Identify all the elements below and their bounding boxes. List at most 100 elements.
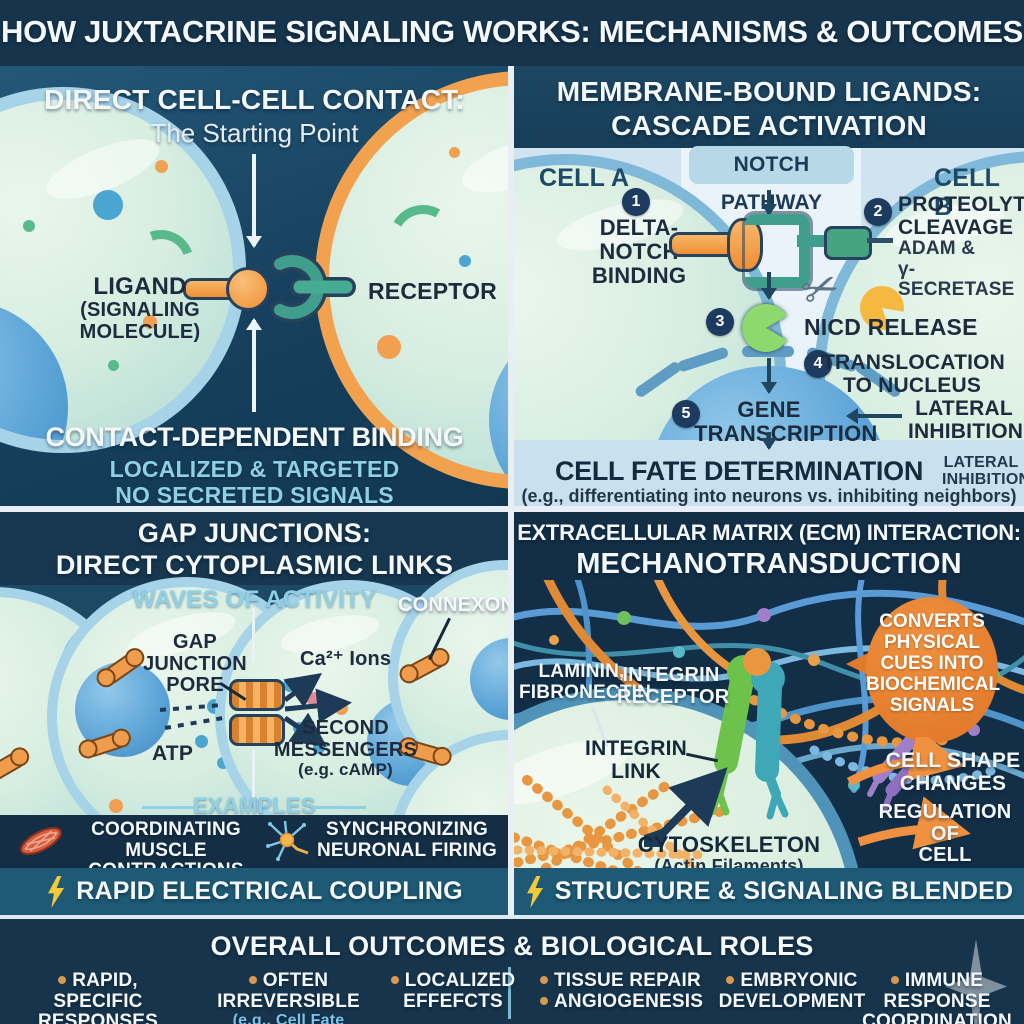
bullet-icon (58, 975, 67, 984)
banner-label: RAPID ELECTRICAL COUPLING (76, 877, 463, 905)
ligand-ball (226, 267, 270, 311)
receptor-shape (270, 251, 356, 323)
nucleus (470, 638, 509, 720)
ion-flow-arrows (159, 673, 352, 747)
arrow-down-icon (767, 432, 771, 448)
membrane-connector (867, 238, 893, 243)
step2-label: PROTEOLYTICCLEAVAGE ADAM & γ-SECRETASE (898, 193, 1024, 301)
ion-dot (195, 735, 208, 748)
organelle-dot (449, 147, 460, 158)
arrow-down-icon (767, 272, 771, 298)
outcome-item: OFTEN IRREVERSIBLE (e.g., Cell Fate Comm… (217, 970, 360, 1024)
organelle-dot (459, 255, 471, 267)
arrow-down-icon (767, 358, 771, 392)
arrow-down-icon (252, 154, 256, 246)
ion-dot (109, 799, 123, 813)
panel-title: GAP JUNCTIONS: (137, 518, 372, 548)
examples-band (0, 815, 509, 868)
notch-receptor-bracket (745, 214, 810, 288)
bullet-icon (248, 975, 257, 984)
step-number: 4 (804, 350, 832, 378)
arrow-up-icon (252, 320, 256, 412)
neuron-icon (266, 820, 309, 861)
nicd-icon (742, 304, 790, 352)
divider-footer (0, 915, 1024, 919)
organelle-dot (23, 220, 35, 232)
cell-b-label: CELL B (934, 164, 1000, 221)
ca-ions-label: Ca²⁺ Ions (300, 648, 392, 670)
bullet-icon (890, 975, 899, 984)
panel-title-band (514, 66, 1024, 148)
lightning-bolt-icon (526, 875, 543, 908)
step-number: 3 (706, 308, 734, 336)
banner-band: RAPID ELECTRICAL COUPLING (0, 868, 509, 915)
examples-dash (312, 806, 366, 809)
panel-subtitle: The Starting Point (150, 118, 359, 148)
gamma-secretase-enzyme-icon (860, 286, 904, 330)
bullet-icon (540, 975, 548, 984)
organelle-dot (108, 360, 119, 371)
cell-a-label: CELL A (539, 164, 630, 192)
organelle-dot (93, 190, 123, 220)
panel-ecm: EXTRACELLULAR MATRIX (ECM) INTERACTION: … (514, 512, 1024, 915)
tension-arrow (644, 767, 728, 847)
outcome-subtitle: (e.g., differentiating into neurons vs. … (521, 486, 1017, 506)
banner-label: STRUCTURE & SIGNALING BLENDED (554, 877, 1014, 905)
bullet-icon (390, 975, 399, 984)
arrow-down-icon (767, 190, 771, 214)
notch-pathway-box: NOTCH PATHWAY (689, 146, 854, 214)
panel-title: DIRECT CELL-CELL CONTACT: (44, 84, 465, 115)
panel-subtitle: CASCADE ACTIVATION (611, 110, 927, 141)
bullet-icon (726, 975, 735, 984)
panel-title: EXTRACELLULAR MATRIX (ECM) INTERACTION: (517, 520, 1021, 545)
footer-outcomes: OVERALL OUTCOMES & BIOLOGICAL ROLES RAPI… (0, 919, 1024, 1024)
organelle-dot (143, 315, 157, 329)
outcome-item: IMMUNE RESPONSE COORDINATION (862, 970, 1012, 1024)
outcome-item: RAPID, SPECIFIC RESPONSES (37, 970, 159, 1024)
laminin-label: LAMININ,FIBRONECTIN (519, 661, 652, 703)
banner-band: STRUCTURE & SIGNALING BLENDED (514, 868, 1024, 915)
organelle-dot (155, 160, 168, 173)
organelle-arc (381, 197, 465, 281)
receptor-label: RECEPTOR (368, 278, 497, 304)
wave-line (252, 750, 255, 800)
step3-label: NICD RELEASE (804, 314, 978, 340)
panel-direct-contact: DIRECT CELL-CELL CONTACT: The Starting P… (0, 66, 509, 508)
page-title: HOW JUXTACRINE SIGNALING WORKS: MECHANIS… (0, 14, 1024, 49)
divider-vertical (508, 66, 514, 915)
organelle-dot (377, 335, 401, 359)
atp-label: ATP (152, 742, 194, 765)
divider-horizontal (0, 506, 1024, 512)
examples-dash (142, 806, 196, 809)
outcome-item: TISSUE REPAIR ANGIOGENESIS (540, 970, 710, 1012)
delta-ligand-head (727, 218, 763, 272)
examples-label: EXAMPLES (193, 793, 316, 818)
tagline: WAVES OF ACTIVITY (132, 586, 377, 613)
panel-title-band (0, 512, 509, 585)
note-no-secreted: NO SECRETED SIGNALS (115, 482, 394, 508)
step-number: 1 (622, 188, 650, 216)
footer-divider (508, 967, 511, 1019)
panel-title: MEMBRANE-BOUND LIGANDS: (556, 76, 982, 107)
step-number: 2 (864, 198, 892, 226)
lightning-bolt-icon (48, 875, 65, 908)
notch-stem (797, 235, 827, 247)
step-number: 5 (672, 400, 700, 428)
binding-caption: CONTACT-DEPENDENT BINDING (45, 422, 464, 452)
cytoskeleton-label: CYTOSKELETON (637, 832, 821, 857)
panel-subtitle: MECHANOTRANSDUCTION (576, 548, 962, 580)
adam-cylinder (824, 226, 872, 260)
